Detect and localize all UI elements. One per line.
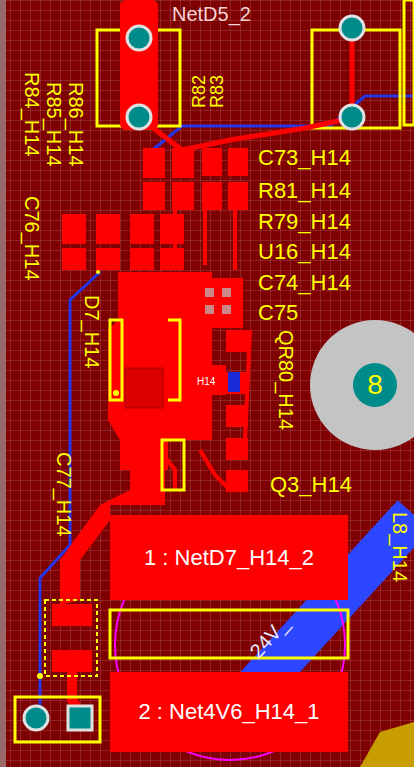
pad-net-label: 2 : Net4V6_H14_1 [138, 701, 319, 723]
via-pad [228, 372, 240, 392]
pad-net-label: 1 : NetD7_H14_2 [144, 547, 314, 569]
ic-pad [195, 278, 243, 328]
inductor-pad: 1 : NetD7_H14_2 [110, 515, 348, 600]
smd-pad [186, 365, 226, 395]
silkscreen-outline [110, 320, 122, 400]
component-designator: R79_H14 [258, 211, 351, 233]
top-trace [140, 118, 352, 150]
component-designator: C75 [258, 302, 298, 324]
component-designator: QR80_H14 [276, 330, 296, 430]
thermal-vias [205, 288, 231, 314]
top-trace [120, 0, 158, 130]
component-designator: C74_H14 [258, 272, 351, 294]
component-designator: R83 [208, 75, 226, 108]
component-designator: Q3_H14 [270, 474, 352, 496]
through-hole-pad [127, 26, 151, 50]
component-designator: NetD5_2 [172, 4, 251, 24]
pin1-dot [96, 270, 100, 274]
diode-body [125, 368, 163, 408]
component-designator: R81_H14 [258, 180, 351, 202]
silkscreen-outline [312, 30, 400, 128]
component-designator: C77_H14 [54, 452, 74, 537]
component-designator: R85_H14 [44, 82, 64, 167]
component-designator: H14 [197, 377, 215, 387]
through-hole-pad [340, 105, 364, 129]
component-designator: C73_H14 [258, 147, 351, 169]
silkscreen-outline [162, 440, 184, 490]
component-designator: C76_H14 [22, 196, 42, 281]
component-designator: R86_H14 [66, 82, 86, 167]
through-hole-pad [127, 105, 151, 129]
through-hole-pad [340, 16, 364, 40]
connector-outline [15, 697, 100, 742]
component-designator: U16_H14 [258, 241, 351, 263]
through-hole-pad [24, 706, 48, 730]
silkscreen-outline [110, 610, 348, 658]
copper-gold [360, 722, 414, 767]
silkscreen-outline [404, 0, 414, 125]
pin1-dot [37, 673, 43, 679]
top-trace [160, 450, 230, 490]
hole-number: 8 [367, 371, 383, 399]
through-hole-pad [68, 706, 92, 730]
inductor-pad: 2 : Net4V6_H14_1 [110, 672, 348, 752]
mounting-hole: 8 [310, 320, 414, 450]
component-designator: R84_H14 [22, 72, 42, 157]
hole-outline [310, 320, 414, 450]
hole-drill [353, 363, 397, 407]
silkscreen-outline [168, 320, 180, 400]
hole-ring [310, 320, 414, 450]
component-designator: L8_H14 [390, 512, 410, 582]
silkscreen-outline [45, 600, 97, 676]
board-edge [0, 0, 6, 767]
component-designator: D7_H14 [82, 295, 102, 368]
component-designator: R82 [190, 75, 208, 108]
pin1-dot [113, 390, 119, 396]
